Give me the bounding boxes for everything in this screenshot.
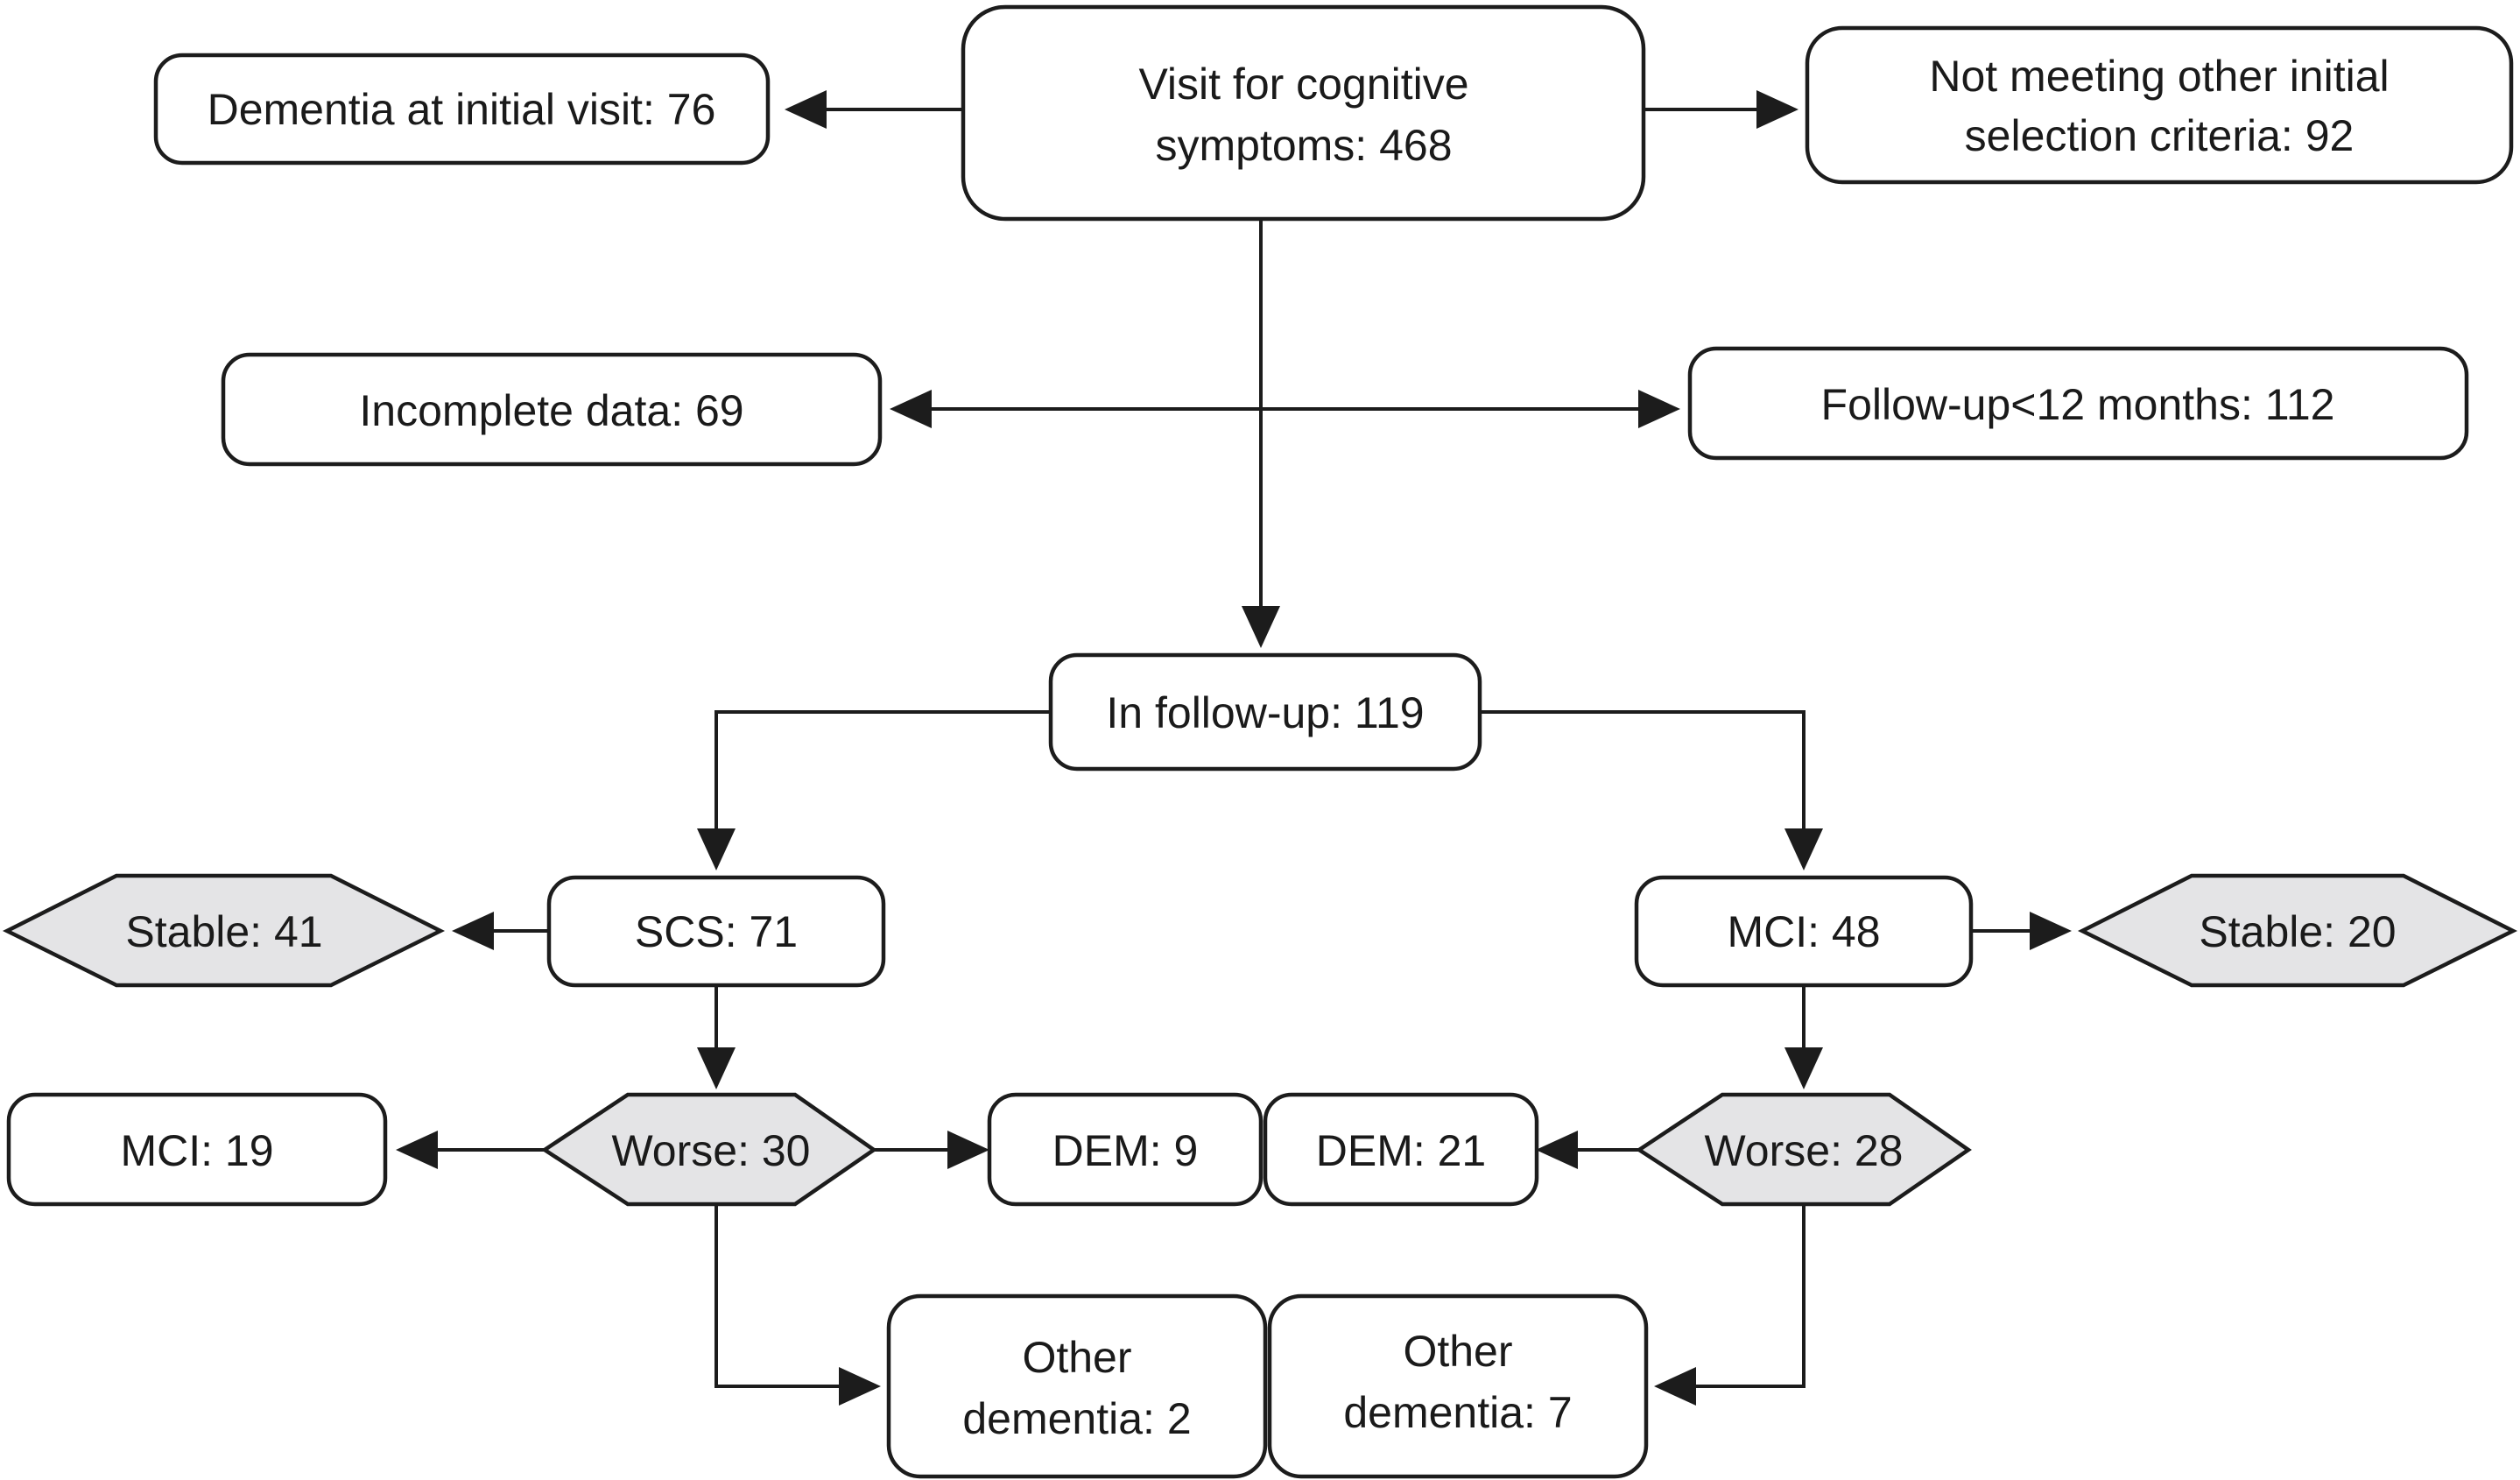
worse28-hexagon — [1635, 1092, 1972, 1207]
visit-box — [961, 4, 1646, 222]
node-dem-9: DEM: 9 — [987, 1092, 1264, 1207]
dementia-initial-label: Dementia at initial visit: 76 — [208, 85, 716, 134]
node-other-dementia-7: Other dementia: 7 — [1267, 1293, 1649, 1479]
stable20-hexagon — [2077, 873, 2518, 988]
other-dementia7-label-line2: dementia: 7 — [1343, 1388, 1572, 1437]
arrow-in-followup-to-mci — [1480, 710, 1823, 870]
dem9-label: DEM: 9 — [1052, 1126, 1199, 1175]
node-stable-41: Stable: 41 — [2, 873, 446, 988]
node-dementia-at-initial-visit: Dementia at initial visit: 76 — [153, 53, 771, 166]
dem9-box — [987, 1092, 1264, 1207]
scs-box — [546, 875, 886, 988]
not-meeting-label-line1: Not meeting other initial — [1929, 52, 2389, 101]
node-not-meeting-criteria: Not meeting other initial selection crit… — [1805, 25, 2514, 185]
other-dementia2-label-line2: dementia: 2 — [962, 1394, 1191, 1443]
arrow-in-followup-to-scs — [697, 710, 1051, 870]
node-incomplete-data: Incomplete data: 69 — [221, 352, 883, 467]
stable20-label: Stable: 20 — [2199, 907, 2396, 956]
in-followup-label: In follow-up: 119 — [1106, 688, 1424, 737]
node-stable-20: Stable: 20 — [2077, 873, 2518, 988]
other-dementia2-label-line1: Other — [1022, 1333, 1131, 1382]
not-meeting-label-line2: selection criteria: 92 — [1965, 111, 2355, 160]
node-mci-19: MCI: 19 — [6, 1092, 388, 1207]
stable41-hexagon — [2, 873, 446, 988]
not-meeting-box — [1805, 25, 2514, 185]
mci19-box — [6, 1092, 388, 1207]
visit-label-line1: Visit for cognitive — [1138, 60, 1468, 109]
worse28-label: Worse: 28 — [1705, 1126, 1904, 1175]
node-scs: SCS: 71 — [546, 875, 886, 988]
visit-label-line2: symptoms: 468 — [1155, 121, 1452, 170]
node-mci-branch: MCI: 48 — [1634, 875, 1974, 988]
arrow-worse28-to-other-dementia7 — [1654, 1204, 1806, 1406]
mci-branch-label: MCI: 48 — [1727, 907, 1880, 956]
scs-label: SCS: 71 — [635, 907, 798, 956]
node-visit-for-cognitive-symptoms: Visit for cognitive symptoms: 468 — [961, 4, 1646, 222]
incomplete-label: Incomplete data: 69 — [359, 386, 743, 435]
other-dementia2-box — [886, 1293, 1268, 1479]
followup-lt12-label: Follow-up<12 months: 112 — [1821, 380, 2335, 429]
node-worse-30: Worse: 30 — [540, 1092, 877, 1207]
worse30-label: Worse: 30 — [612, 1126, 811, 1175]
dementia-initial-box — [153, 53, 771, 166]
other-dementia7-box — [1267, 1293, 1649, 1479]
other-dementia7-label-line1: Other — [1403, 1327, 1512, 1376]
node-in-followup: In follow-up: 119 — [1048, 652, 1482, 772]
followup-lt12-box — [1687, 346, 2469, 461]
node-followup-lt-12-months: Follow-up<12 months: 112 — [1687, 346, 2469, 461]
in-followup-box — [1048, 652, 1482, 772]
worse30-hexagon — [540, 1092, 877, 1207]
mci-branch-box — [1634, 875, 1974, 988]
node-worse-28: Worse: 28 — [1635, 1092, 1972, 1207]
node-dem-21: DEM: 21 — [1263, 1092, 1539, 1207]
arrow-worse30-to-other-dementia2 — [714, 1204, 881, 1406]
dem21-label: DEM: 21 — [1316, 1126, 1487, 1175]
stable41-label: Stable: 41 — [125, 907, 322, 956]
node-other-dementia-2: Other dementia: 2 — [886, 1293, 1268, 1479]
incomplete-box — [221, 352, 883, 467]
mci19-label: MCI: 19 — [120, 1126, 273, 1175]
dem21-box — [1263, 1092, 1539, 1207]
